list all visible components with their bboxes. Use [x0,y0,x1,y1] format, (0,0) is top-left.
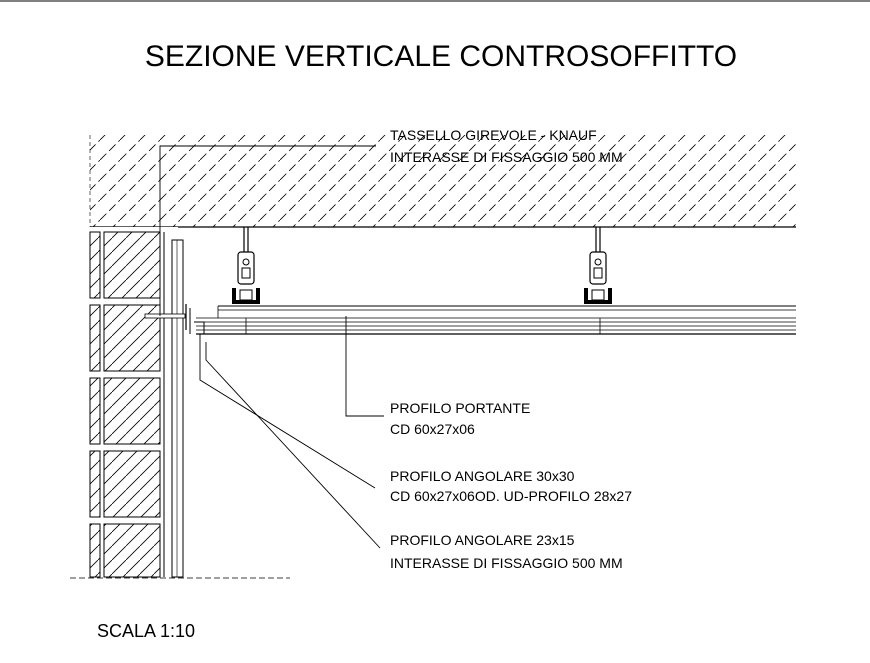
hanger-left [232,227,260,304]
hanger-right [584,227,612,304]
brick-wall [70,227,290,579]
label-tassello-2: INTERASSE DI FISSAGGIO 500 MM [390,149,623,165]
label-portante-1: PROFILO PORTANTE [390,400,530,416]
label-angolare23-2: INTERASSE DI FISSAGGIO 500 MM [390,555,623,571]
drawing-title: SEZIONE VERTICALE CONTROSOFFITTO [145,40,737,73]
label-angolare23-1: PROFILO ANGOLARE 23x15 [390,532,575,548]
annotations: TASSELLO GIREVOLE - KNAUF INTERASSE DI F… [390,127,632,571]
leader-lines [159,145,384,549]
concrete-slab [89,135,796,228]
label-angolare30-1: PROFILO ANGOLARE 30x30 [390,468,575,484]
ceiling-panel [196,305,796,335]
label-portante-2: CD 60x27x06 [390,421,475,437]
label-angolare30-2: CD 60x27x06OD. UD-PROFILO 28x27 [390,488,632,504]
label-tassello-1: TASSELLO GIREVOLE - KNAUF [390,127,597,143]
scale-label: SCALA 1:10 [97,621,195,641]
